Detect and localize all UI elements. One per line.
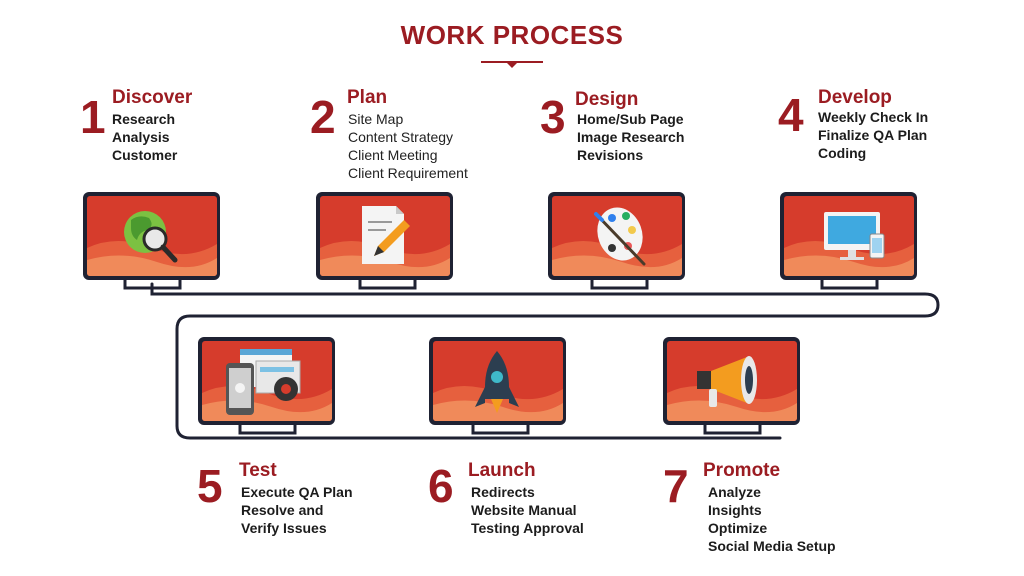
step-items: Research Analysis Customer <box>112 110 177 164</box>
step-name: Discover <box>112 87 193 108</box>
monitor-test <box>198 337 335 425</box>
step-name: Promote <box>703 460 781 481</box>
list-item: Finalize QA Plan <box>818 127 928 143</box>
rocket-icon <box>475 351 519 413</box>
devices-gear-icon <box>226 349 301 415</box>
monitor-promote <box>663 337 800 425</box>
monitor-launch <box>429 337 566 425</box>
list-item: Customer <box>112 147 178 163</box>
step-items: Site Map Content Strategy Client Meeting… <box>348 110 468 182</box>
list-item: Client Meeting <box>348 147 438 163</box>
list-item: Social Media Setup <box>708 538 836 554</box>
list-item: Coding <box>818 145 867 161</box>
list-item: Site Map <box>348 111 404 127</box>
connector-cable <box>150 282 940 440</box>
list-item: Image Research <box>577 129 685 145</box>
document-pencil-icon <box>362 206 410 264</box>
step-name: Test <box>239 460 277 481</box>
palette-icon <box>594 207 646 266</box>
step-number: 5 <box>197 460 223 512</box>
megaphone-icon <box>697 356 757 407</box>
step-number: 7 <box>663 460 689 512</box>
step-number: 6 <box>428 460 454 512</box>
step-number: 2 <box>310 91 336 143</box>
step-number: 3 <box>540 91 566 143</box>
list-item: Weekly Check In <box>818 109 929 125</box>
globe-magnifier-icon <box>124 211 178 263</box>
list-item: Testing Approval <box>471 520 584 536</box>
monitor-discover <box>83 192 220 280</box>
step-items: Analyze Insights Optimize Social Media S… <box>708 483 836 555</box>
step-items: Weekly Check In Finalize QA Plan Coding <box>818 108 928 162</box>
list-item: Revisions <box>577 147 644 163</box>
step-number: 1 <box>80 91 106 143</box>
monitor-plan <box>316 192 453 280</box>
list-item: Client Requirement <box>348 165 468 181</box>
list-item: Content Strategy <box>348 129 454 145</box>
step-items: Execute QA Plan Resolve and Verify Issue… <box>241 483 353 537</box>
list-item: Verify Issues <box>241 520 327 536</box>
step-name: Launch <box>468 460 536 481</box>
page-title: WORK PROCESS <box>400 20 624 50</box>
monitor-develop <box>780 192 917 280</box>
desktop-phone-icon <box>824 212 885 260</box>
list-item: Website Manual <box>471 502 577 518</box>
list-item: Optimize <box>708 520 768 536</box>
title-arrow <box>506 62 518 68</box>
list-item: Analyze <box>708 484 761 500</box>
list-item: Execute QA Plan <box>241 484 353 500</box>
list-item: Resolve and <box>241 502 324 518</box>
list-item: Insights <box>708 502 762 518</box>
step-name: Design <box>575 89 639 110</box>
step-items: Home/Sub Page Image Research Revisions <box>577 110 684 164</box>
monitor-design <box>548 192 685 280</box>
step-number: 4 <box>778 89 804 141</box>
list-item: Redirects <box>471 484 535 500</box>
list-item: Research <box>112 111 176 127</box>
step-name: Develop <box>818 87 892 108</box>
step-items: Redirects Website Manual Testing Approva… <box>471 483 584 537</box>
step-name: Plan <box>347 87 388 108</box>
list-item: Analysis <box>112 129 170 145</box>
list-item: Home/Sub Page <box>577 111 684 127</box>
